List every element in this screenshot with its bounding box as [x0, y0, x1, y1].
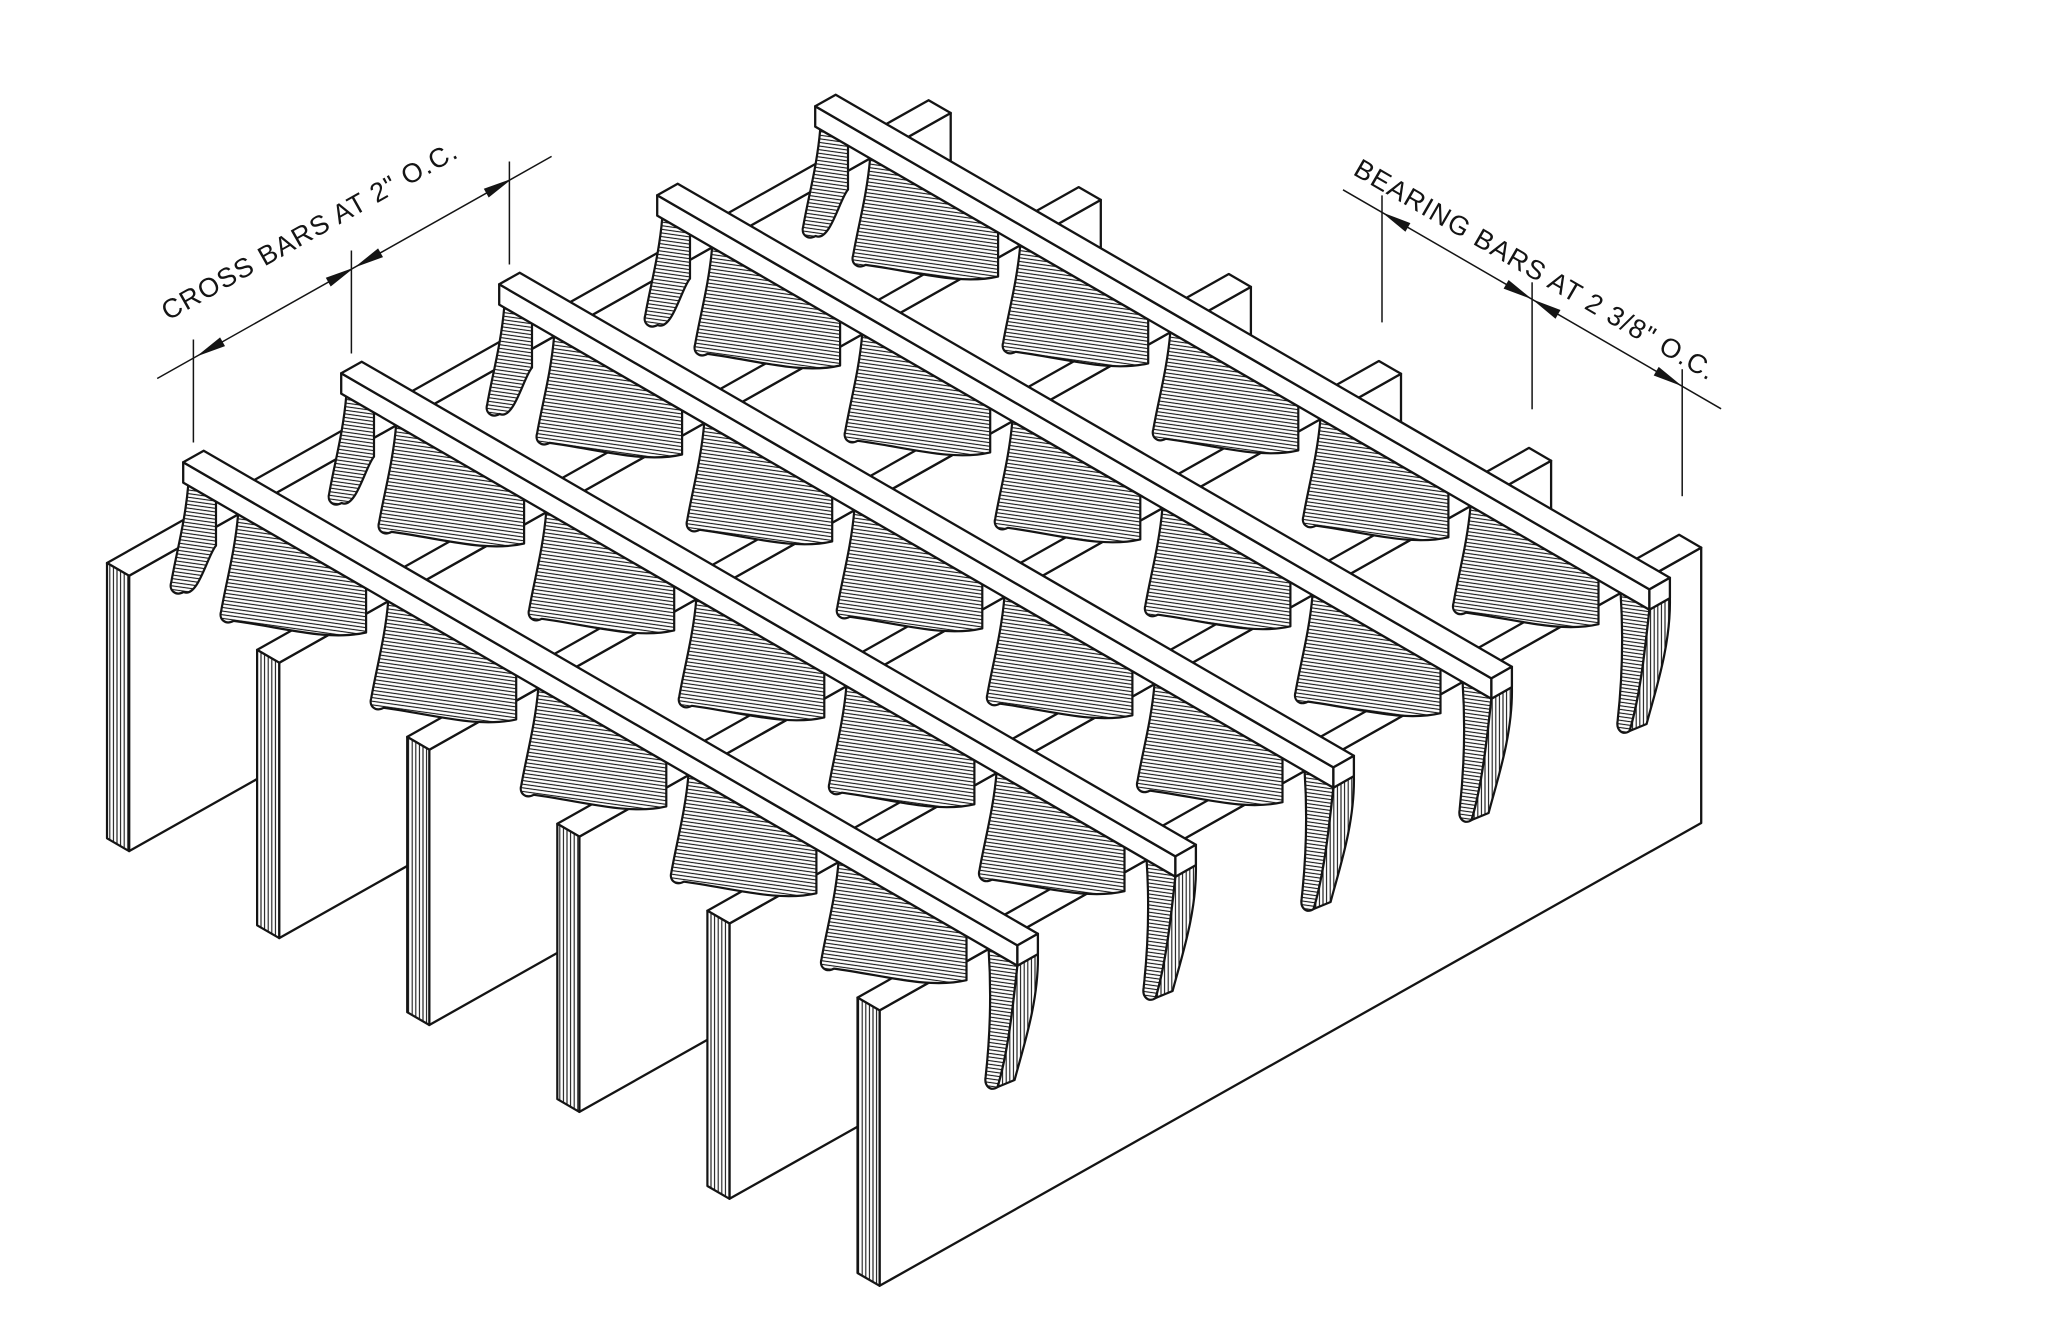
crimp-web [993, 420, 1142, 544]
cross-bar-end-cap [1016, 932, 1040, 967]
crimp-web [985, 596, 1134, 720]
crimp-web [693, 246, 842, 370]
crimp-web [377, 424, 526, 548]
cross-bar-tail-end-section [1154, 864, 1198, 1000]
dimension-arrowhead [1653, 366, 1683, 387]
cross-bars-dimension-line [156, 155, 552, 380]
dimension-annotations-group [156, 155, 1722, 497]
crimp-web [977, 772, 1126, 896]
crimp-web [1001, 244, 1150, 368]
bearing-bar-end-section [556, 822, 581, 1113]
crimp-web [1451, 505, 1600, 629]
bearing-bars-dimension-label: BEARING BARS AT 2 3/8" O.C. [1349, 153, 1721, 386]
cross-bar-end-cap [1648, 576, 1672, 611]
dimension-arrowhead [1532, 299, 1561, 319]
crimp-web [819, 861, 968, 985]
crimp-web [677, 598, 826, 722]
cross-bars-dimension-label: CROSS BARS AT 2" O.C. [156, 135, 463, 326]
crimp-web-end-bay [485, 306, 534, 417]
bearing-bar-end-section [105, 561, 131, 853]
cross-bars-group [169, 93, 1672, 1090]
crimp-web [669, 774, 818, 898]
crimp-web [369, 600, 518, 724]
cross-bar-end-cap [1490, 665, 1514, 700]
cross-bar-tail-end-section [1628, 597, 1672, 733]
dimension-arrowhead [325, 267, 355, 287]
bearing-bar-end-section [706, 909, 731, 1200]
cross-bar-tail-end-section [1312, 775, 1356, 911]
dimension-arrowhead [196, 337, 225, 357]
crimp-web [1151, 331, 1300, 455]
crimp-web [219, 513, 368, 637]
crimp-web [835, 509, 984, 633]
dimension-arrowhead [1382, 212, 1411, 232]
cross-bar-tail-end-section [1470, 686, 1514, 822]
cross-bar-tail-end-section [996, 953, 1040, 1089]
crimp-web [527, 511, 676, 635]
crimp-web [843, 333, 992, 457]
crimp-web-end-bay [169, 484, 218, 595]
crimp-web [535, 335, 684, 459]
cross-bar [643, 182, 1514, 823]
dimension-arrowhead [354, 248, 383, 268]
cross-bar-end-cap [1174, 843, 1198, 878]
crimp-web [1135, 683, 1284, 807]
cross-bar [801, 93, 1672, 734]
crimp-web [1293, 594, 1442, 718]
cross-bar [485, 271, 1356, 912]
dimension-arrowhead [483, 178, 513, 198]
crimp-web [1301, 418, 1450, 542]
crimp-web-end-bay [327, 395, 376, 506]
crimp-web [685, 422, 834, 546]
crimp-web-end-bay [643, 217, 692, 328]
cross-bar [327, 360, 1198, 1001]
bearing-bar-end-section [856, 996, 881, 1287]
crimp-web [827, 685, 976, 809]
bearing-bar-end-section [256, 648, 281, 940]
crimp-web [1143, 507, 1292, 631]
bearing-bar-end-section [406, 735, 431, 1027]
crimp-web-end-bay [801, 128, 850, 239]
crimp-web [519, 687, 668, 811]
dimension-arrowhead [1503, 280, 1533, 300]
cross-bar-end-cap [1332, 754, 1356, 789]
cross-bar [169, 449, 1040, 1090]
crimp-web [851, 157, 1000, 281]
